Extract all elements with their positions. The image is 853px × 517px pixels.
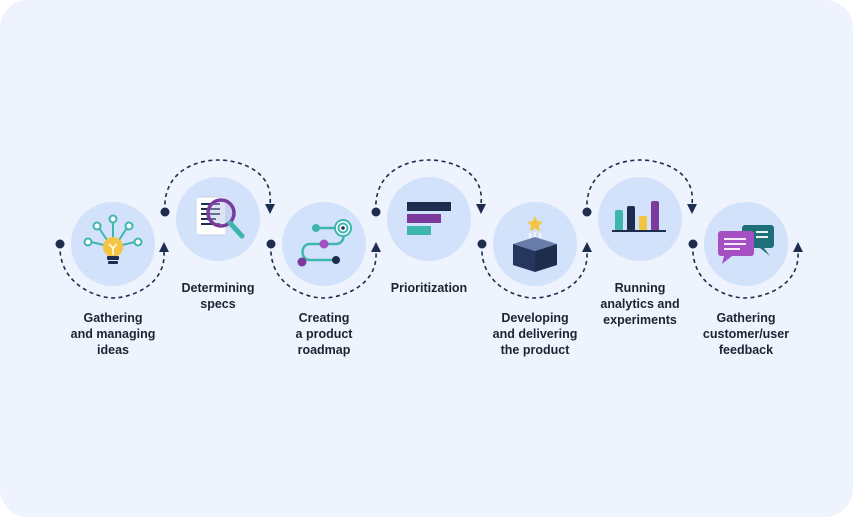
connector-2 xyxy=(164,159,271,213)
connector-1 xyxy=(59,243,165,299)
connector-dot xyxy=(55,239,65,249)
arrowhead-down xyxy=(476,204,486,214)
connector-dot xyxy=(477,239,487,249)
product-box-icon xyxy=(513,216,557,272)
step-6-label: Running analytics and experiments xyxy=(600,281,680,327)
lightbulb-icon xyxy=(83,214,143,264)
connector-3 xyxy=(270,243,377,299)
step-4-label: Prioritization xyxy=(390,281,468,295)
step-3-circle xyxy=(282,202,366,286)
step-2-label: Determining specs xyxy=(181,281,255,311)
step-5-circle xyxy=(493,202,577,286)
connector-dot xyxy=(582,207,592,217)
priority-bars-icon xyxy=(407,202,451,235)
connector-dot xyxy=(266,239,276,249)
step-5-label: Developing and delivering the product xyxy=(492,311,578,357)
chat-bubbles-icon xyxy=(718,225,774,264)
step-3-label: Creating a product roadmap xyxy=(295,311,353,357)
arrowhead-up xyxy=(159,242,169,252)
arrowhead-down xyxy=(265,204,275,214)
connector-6 xyxy=(586,159,693,213)
step-4-circle xyxy=(387,177,471,261)
connector-7 xyxy=(692,243,799,299)
bar-chart-icon xyxy=(612,201,666,232)
step-7-label: Gathering customer/user feedback xyxy=(702,311,790,357)
step-1-circle xyxy=(71,202,155,286)
connector-dot xyxy=(160,207,170,217)
arrowhead-down xyxy=(687,204,697,214)
roadmap-path-icon xyxy=(297,219,352,267)
step-1-label: Gathering and managing ideas xyxy=(70,311,156,357)
step-7-circle xyxy=(704,202,788,286)
arrowhead-up xyxy=(582,242,592,252)
connector-4 xyxy=(375,159,482,213)
arrowhead-up xyxy=(793,242,803,252)
document-magnifier-icon xyxy=(195,196,245,239)
connector-dot xyxy=(688,239,698,249)
connector-5 xyxy=(481,243,588,299)
arrowhead-up xyxy=(371,242,381,252)
step-2-circle xyxy=(176,177,260,261)
connector-dot xyxy=(371,207,381,217)
step-6-circle xyxy=(598,177,682,261)
